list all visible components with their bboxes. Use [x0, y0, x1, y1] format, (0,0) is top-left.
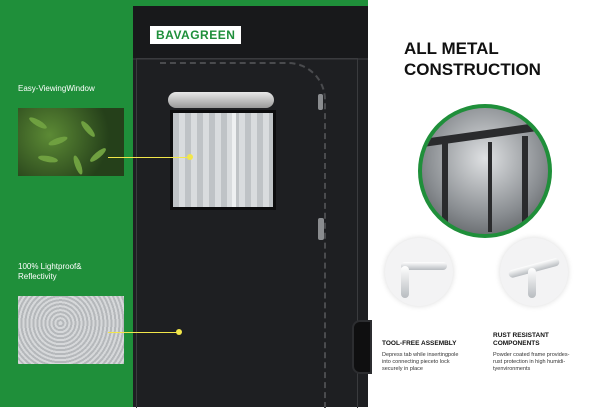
- connector-elbow-closeup: [385, 238, 453, 306]
- headline-line2: CONSTRUCTION: [404, 60, 541, 79]
- rust-resistant-title: RUST RESISTANT COMPONENTS: [493, 332, 549, 348]
- rust-title-line1: RUST RESISTANT: [493, 332, 549, 339]
- rust-body-line2: rust protection in high humidi-: [493, 359, 566, 365]
- connector-tee-closeup: [500, 238, 568, 306]
- zipper-pull-icon: [318, 218, 324, 240]
- tool-free-body-line2: into connecting pieceto lock: [382, 359, 450, 365]
- side-vent: [352, 320, 372, 374]
- metal-frame-closeup: [418, 104, 552, 238]
- rust-body-line1: Powder coated frame provides-: [493, 352, 570, 358]
- callout-dot-window: [187, 154, 193, 160]
- window-reflection: [232, 113, 236, 207]
- feature-viewing-window-label: Easy-ViewingWindow: [18, 84, 95, 93]
- zipper-pull-top-icon: [318, 94, 323, 110]
- headline-line1: ALL METAL: [404, 39, 499, 58]
- tool-free-body: Depress tab while insertingpole into con…: [382, 352, 458, 373]
- rust-resistant-body: Powder coated frame provides- rust prote…: [493, 352, 569, 373]
- tool-free-title: TOOL-FREE ASSEMBLY: [382, 340, 457, 347]
- rust-title-line2: COMPONENTS: [493, 340, 540, 347]
- tool-free-body-line3: securely in place: [382, 366, 423, 372]
- door-zipper: [160, 62, 326, 409]
- headline: ALL METAL CONSTRUCTION: [404, 38, 541, 80]
- feature-lightproof-label: 100% Lightproof& Reflectivity: [18, 262, 82, 282]
- brand-label: BAVAGREEN: [150, 26, 242, 44]
- plant-leaves-photo: [18, 108, 124, 176]
- feature-lightproof-line2: Reflectivity: [18, 272, 57, 281]
- feature-lightproof-line1: 100% Lightproof&: [18, 262, 82, 271]
- callout-line-reflective: [108, 332, 178, 333]
- rust-body-line3: tyenvironments: [493, 366, 531, 372]
- callout-dot-reflective: [176, 329, 182, 335]
- tent-door-frame: [136, 58, 358, 408]
- viewing-window: [170, 110, 276, 210]
- window-roll-cover: [168, 92, 274, 108]
- tool-free-body-line1: Depress tab while insertingpole: [382, 352, 459, 358]
- reflective-material-photo: [18, 296, 124, 364]
- callout-line-window: [108, 157, 188, 158]
